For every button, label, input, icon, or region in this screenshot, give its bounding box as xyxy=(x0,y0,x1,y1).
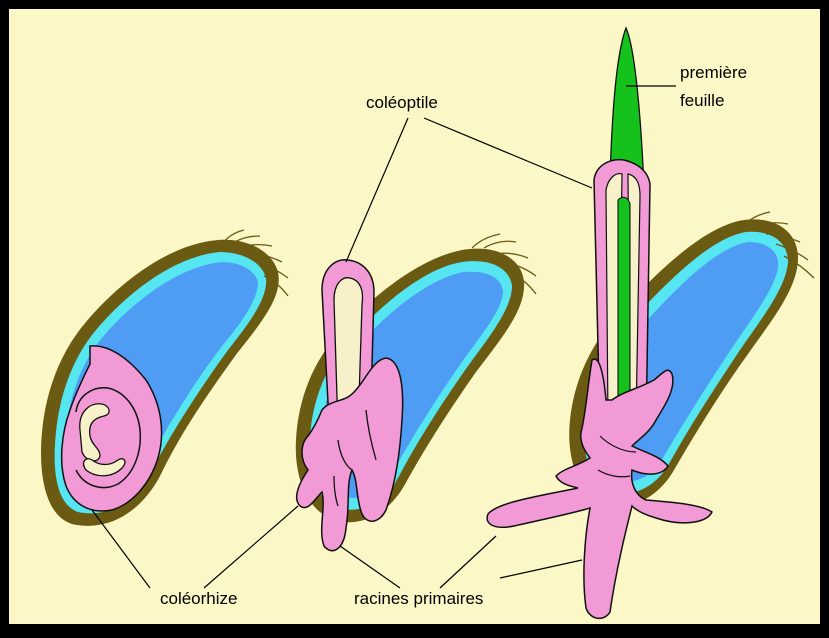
label-premiere-feuille-line1: première xyxy=(680,63,747,82)
label-coleorhize: coléorhize xyxy=(160,589,238,608)
label-premiere-feuille-line2: feuille xyxy=(680,91,724,110)
label-racines-primaires: racines primaires xyxy=(354,589,483,608)
label-coleoptile: coléoptile xyxy=(366,93,438,112)
seed-3-leaf-inside xyxy=(618,197,630,420)
